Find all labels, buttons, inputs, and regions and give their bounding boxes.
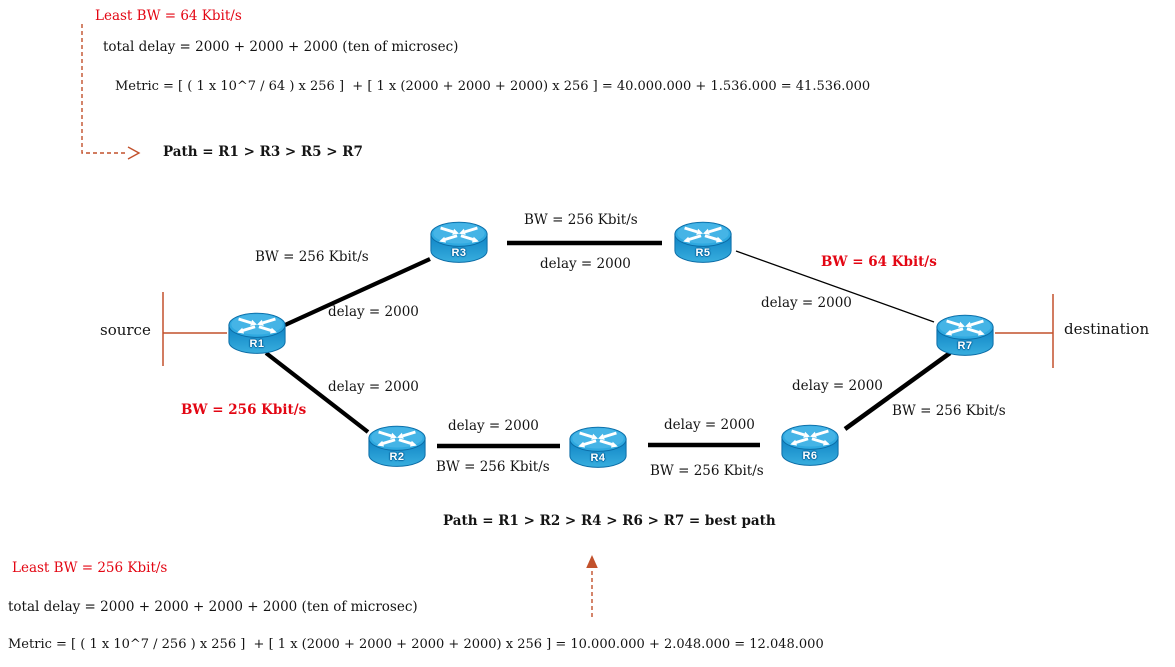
link-r1-r3-bw-label: BW = 256 Kbit/s [255, 249, 369, 265]
link-r1-r2 [264, 351, 370, 434]
router-r6: R6 [779, 423, 841, 469]
router-r7-label: R7 [957, 340, 973, 352]
link-r1-r3-delay-label: delay = 2000 [328, 304, 419, 320]
link-r1-r2-bw-label: BW = 256 Kbit/s [181, 402, 307, 418]
link-r1-r3 [284, 257, 431, 327]
router-r1-label: R1 [249, 338, 265, 350]
router-r2-label: R2 [389, 451, 405, 463]
bottom-least-bw-text: Least BW = 256 Kbit/s [12, 560, 168, 576]
router-r3: R3 [428, 220, 490, 266]
router-r5: R5 [672, 220, 734, 266]
router-r5-label: R5 [695, 247, 711, 259]
top-least-bw-text: Least BW = 64 Kbit/s [95, 8, 242, 24]
bottom-total-delay-text: total delay = 2000 + 2000 + 2000 + 2000 … [8, 599, 418, 615]
source-terminal-line [162, 292, 227, 366]
link-r3-r5-bw-label: BW = 256 Kbit/s [524, 212, 638, 228]
link-r3-r5-delay-label: delay = 2000 [540, 256, 631, 272]
bottom-path-text: Path = R1 > R2 > R4 > R6 > R7 = best pat… [443, 513, 776, 529]
bottom-path-arrow [586, 555, 598, 617]
link-r6-r7 [843, 351, 952, 431]
bottom-metric-text: Metric = [ ( 1 x 10^7 / 256 ) x 256 ] + … [8, 637, 824, 652]
top-metric-text: Metric = [ ( 1 x 10^7 / 64 ) x 256 ] + [… [115, 79, 871, 94]
router-r3-label: R3 [451, 247, 467, 259]
link-r5-r7-delay-label: delay = 2000 [761, 295, 852, 311]
router-r4: R4 [567, 425, 629, 471]
link-r1-r2-delay-label: delay = 2000 [328, 379, 419, 395]
source-label: source [100, 321, 151, 339]
router-r1: R1 [226, 311, 288, 357]
top-path-arrow [81, 24, 141, 160]
link-r5-r7-bw-label: BW = 64 Kbit/s [821, 254, 937, 270]
destination-label: destination [1064, 320, 1150, 338]
router-r2: R2 [366, 424, 428, 470]
top-total-delay-text: total delay = 2000 + 2000 + 2000 (ten of… [103, 39, 459, 55]
link-r5-r7 [735, 250, 935, 323]
top-path-text: Path = R1 > R3 > R5 > R7 [163, 144, 363, 160]
link-r4-r6-bw-label: BW = 256 Kbit/s [650, 463, 764, 479]
router-r4-label: R4 [590, 452, 606, 464]
link-r2-r4-bw-label: BW = 256 Kbit/s [436, 459, 550, 475]
destination-terminal-line [995, 294, 1054, 368]
router-r7: R7 [934, 313, 996, 359]
link-r4-r6-delay-label: delay = 2000 [664, 417, 755, 433]
link-r6-r7-bw-label: BW = 256 Kbit/s [892, 403, 1006, 419]
router-r6-label: R6 [802, 450, 818, 462]
link-r6-r7-delay-label: delay = 2000 [792, 378, 883, 394]
link-r2-r4-delay-label: delay = 2000 [448, 418, 539, 434]
